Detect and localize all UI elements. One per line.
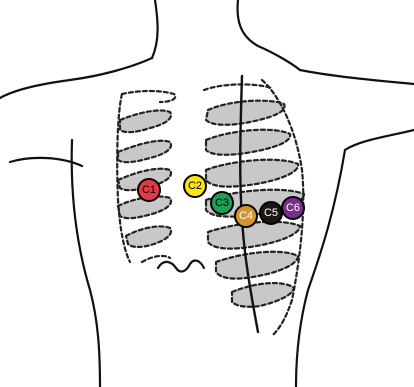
electrode-c4-label: C4 — [239, 210, 253, 222]
electrode-c6-label: C6 — [286, 202, 300, 214]
electrode-c6: C6 — [282, 197, 304, 219]
left-rib-cage — [117, 91, 175, 262]
right-rib — [206, 101, 285, 125]
right-rib-top-dash — [204, 84, 272, 90]
right-rib — [206, 130, 290, 155]
electrode-c2-label: C2 — [188, 180, 202, 192]
electrode-c5-label: C5 — [264, 207, 278, 219]
neck-left-line — [152, 0, 158, 58]
left-rib — [118, 141, 171, 162]
right-arm-crease — [345, 130, 414, 150]
xiphoid-squiggle — [158, 261, 204, 272]
electrode-c5: C5 — [260, 202, 282, 224]
right-rib — [208, 222, 300, 249]
left-rib — [126, 226, 171, 247]
electrode-c3-label: C3 — [215, 197, 229, 209]
right-rib — [216, 252, 298, 279]
right-rib — [206, 160, 298, 187]
electrode-c1: C1 — [138, 179, 160, 201]
electrode-c2: C2 — [184, 175, 206, 197]
left-flank-line — [72, 140, 100, 387]
left-rib-top-dash — [122, 91, 175, 102]
neck-right-line — [238, 0, 300, 70]
right-shoulder-line — [300, 70, 414, 84]
electrode-c4: C4 — [235, 205, 257, 227]
electrode-c1-label: C1 — [142, 184, 156, 196]
right-rib — [232, 283, 294, 307]
electrode-c3: C3 — [211, 192, 233, 214]
left-rib — [120, 110, 171, 132]
